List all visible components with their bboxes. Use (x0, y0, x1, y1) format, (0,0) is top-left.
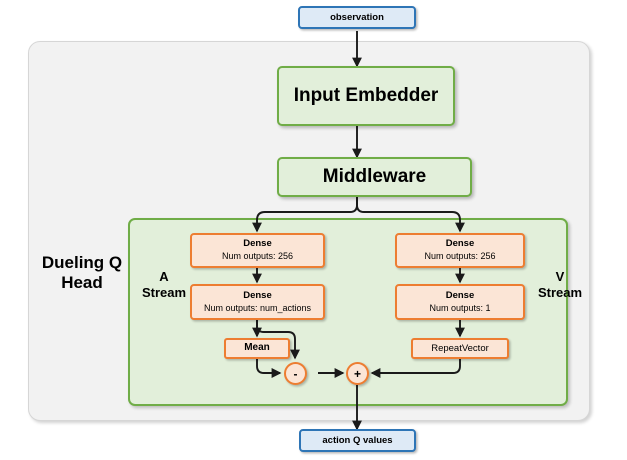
v-stream-dense-1-title: Dense (445, 289, 475, 301)
dueling-q-head-label-line1: Dueling Q (41, 253, 123, 272)
a-stream-dense-num-actions-detail: Num outputs: num_actions (203, 302, 312, 313)
subtract-operator-node[interactable]: - (284, 362, 307, 385)
a-stream-dense-256-title: Dense (243, 238, 272, 250)
observation-node[interactable]: observation (298, 6, 416, 29)
dueling-q-head-label: Dueling Q Head (36, 253, 128, 294)
input-embedder-node[interactable]: Input Embedder (277, 66, 455, 126)
action-q-values-label: action Q values (322, 434, 393, 446)
add-operator-label: + (353, 366, 361, 381)
mean-node[interactable]: Mean (224, 338, 290, 359)
mean-label: Mean (244, 342, 270, 354)
repeat-vector-label: RepeatVector (431, 342, 489, 354)
dueling-q-head-label-line2: Head (61, 273, 103, 293)
v-stream-dense-1-node[interactable]: Dense Num outputs: 1 (395, 284, 525, 320)
add-operator-node[interactable]: + (346, 362, 369, 385)
a-stream-dense-num-actions-title: Dense (243, 289, 272, 301)
subtract-operator-label: - (293, 366, 298, 381)
v-stream-label-line2: Stream (537, 284, 583, 300)
a-stream-label: A Stream (138, 269, 190, 300)
v-stream-dense-256-node[interactable]: Dense Num outputs: 256 (395, 233, 525, 268)
v-stream-dense-256-detail: Num outputs: 256 (424, 251, 496, 262)
v-stream-label: V Stream (534, 269, 586, 300)
middleware-node[interactable]: Middleware (277, 157, 472, 197)
a-stream-label-line2: Stream (141, 284, 187, 300)
action-q-values-node[interactable]: action Q values (299, 429, 416, 452)
observation-label: observation (330, 11, 384, 23)
v-stream-dense-256-title: Dense (445, 238, 475, 250)
a-stream-dense-num-actions-node[interactable]: Dense Num outputs: num_actions (190, 284, 325, 320)
v-stream-label-line1: V (555, 269, 565, 284)
repeat-vector-node[interactable]: RepeatVector (411, 338, 509, 359)
middleware-label: Middleware (322, 166, 427, 188)
a-stream-dense-256-detail: Num outputs: 256 (221, 251, 294, 262)
a-stream-dense-256-node[interactable]: Dense Num outputs: 256 (190, 233, 325, 268)
a-stream-label-line1: A (159, 269, 169, 284)
v-stream-dense-1-detail: Num outputs: 1 (429, 302, 491, 313)
input-embedder-label: Input Embedder (293, 85, 439, 107)
